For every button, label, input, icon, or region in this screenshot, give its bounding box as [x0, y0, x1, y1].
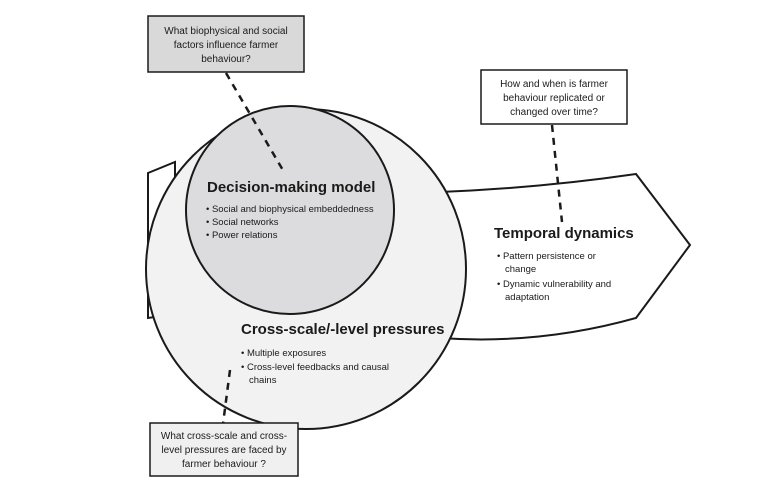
question-line: changed over time? — [510, 107, 598, 118]
temporal-dynamics-section: Temporal dynamics • Pattern persistence … — [494, 225, 634, 303]
connector-bottom — [221, 369, 232, 425]
question-line: behaviour? — [201, 54, 251, 65]
question-line: level pressures are faced by — [161, 445, 286, 456]
temporal-dynamics-title: Temporal dynamics — [494, 225, 634, 242]
question-line: What cross-scale and cross- — [161, 431, 287, 442]
bullet-item: • Social and biophysical embeddedness — [206, 204, 374, 215]
temporal-dynamics-arrow — [439, 172, 692, 341]
bullet-item: • Power relations — [206, 230, 278, 241]
cross-scale-title: Cross-scale/-level pressures — [241, 321, 444, 338]
bullet-item: chains — [249, 375, 277, 386]
question-box-biophysical-social: What biophysical and social factors infl… — [147, 15, 305, 73]
question-box-temporal: How and when is farmer behaviour replica… — [480, 69, 628, 125]
decision-model-title: Decision-making model — [207, 179, 375, 196]
bullet-item: adaptation — [505, 292, 549, 303]
question-line: How and when is farmer — [500, 79, 608, 90]
decision-model-section: Decision-making model • Social and bioph… — [206, 179, 375, 241]
question-line: factors influence farmer — [174, 40, 279, 51]
question-line: farmer behaviour ? — [182, 459, 266, 470]
connector-top-right — [550, 124, 564, 223]
bullet-item: • Multiple exposures — [241, 348, 326, 359]
bullet-item: change — [505, 264, 536, 275]
bullet-item: • Social networks — [206, 217, 279, 228]
cross-scale-section: Cross-scale/-level pressures • Multiple … — [241, 321, 444, 386]
bullet-item: • Dynamic vulnerability and — [497, 279, 611, 290]
decision-model-circle — [185, 105, 395, 315]
question-box-cross-scale: What cross-scale and cross- level pressu… — [149, 422, 299, 477]
bullet-item: • Cross-level feedbacks and causal — [241, 362, 389, 373]
question-line: behaviour replicated or — [503, 93, 605, 104]
bullet-item: • Pattern persistence or — [497, 251, 596, 262]
question-line: What biophysical and social — [164, 26, 287, 37]
connector-top-left — [224, 72, 286, 173]
